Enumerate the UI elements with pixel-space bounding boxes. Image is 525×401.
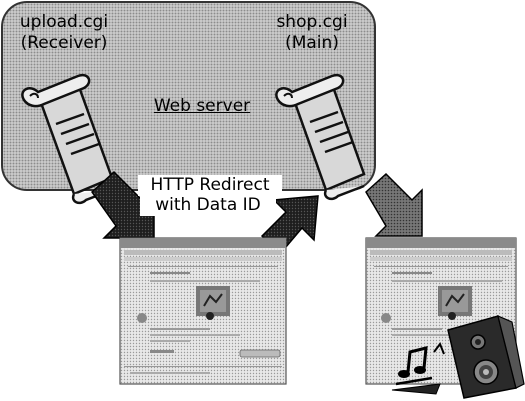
redirect-label-line-1: HTTP Redirect [138, 175, 282, 196]
main-script-role: (Main) [285, 33, 339, 53]
main-script-name: shop.cgi [276, 12, 348, 32]
web-server-label: Web server [153, 96, 251, 116]
receiver-script-icon [21, 73, 114, 205]
right-browser-window [365, 237, 517, 385]
left-browser-window [119, 237, 287, 385]
speaker-music-icon [391, 314, 525, 399]
redirect-label-line-2: with Data ID [140, 195, 276, 216]
main-script-icon [275, 73, 366, 201]
receiver-script-name: upload.cgi [19, 12, 109, 32]
arrow-main-to-browser [365, 172, 423, 237]
receiver-script-role: (Receiver) [20, 33, 108, 53]
